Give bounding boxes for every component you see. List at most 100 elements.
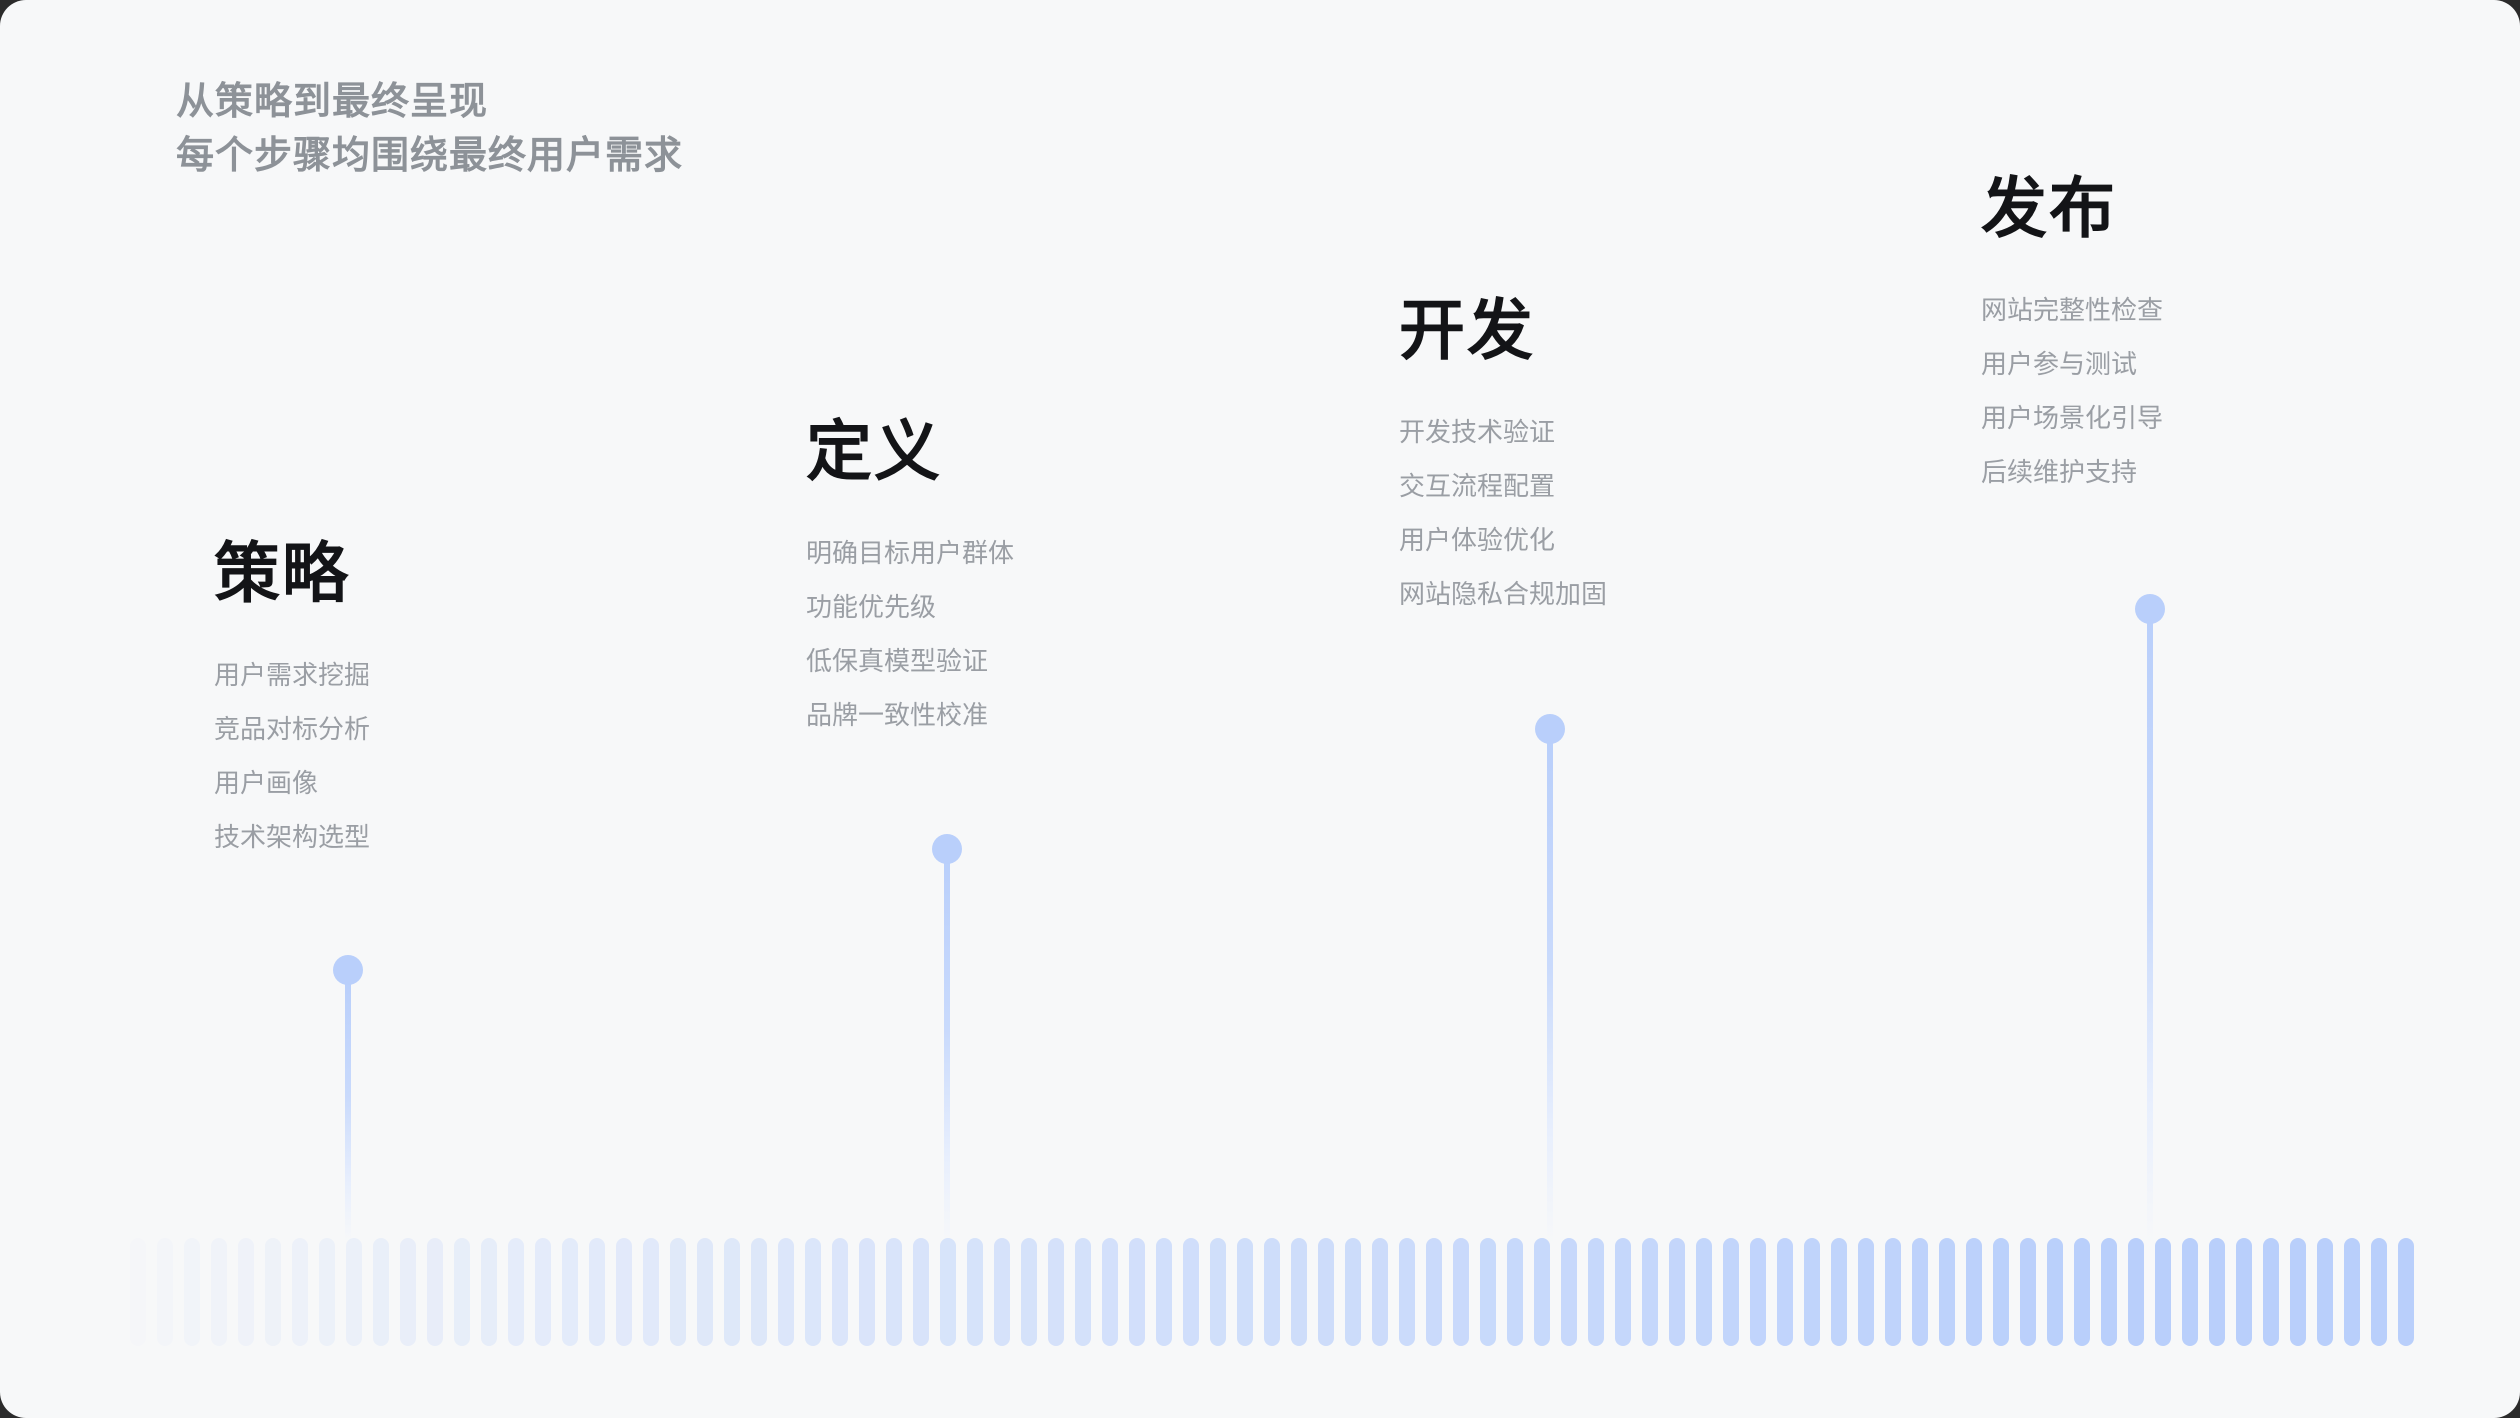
stage-4-item-3: 用户场景化引导 (1981, 403, 2164, 433)
page-header: 从策略到最终呈现 每个步骤均围绕最终用户需求 (176, 76, 683, 184)
bar-segment (130, 1238, 146, 1346)
bar-segment (2371, 1238, 2387, 1346)
bar-segment (589, 1238, 605, 1346)
stage-2-item-4: 品牌一致性校准 (806, 700, 989, 730)
bar-segment (643, 1238, 659, 1346)
bar-segment (1615, 1238, 1631, 1346)
bar-segment (535, 1238, 551, 1346)
bar-segment (1021, 1238, 1037, 1346)
stage-4-title: 发布 (1981, 171, 2117, 245)
bar-segment (1399, 1238, 1415, 1346)
bar-segment (1642, 1238, 1658, 1346)
bar-segment (1966, 1238, 1982, 1346)
stage-1-title: 策略 (214, 536, 350, 610)
bar-segment (1561, 1238, 1577, 1346)
bar-segment (2263, 1238, 2279, 1346)
bar-segment (508, 1238, 524, 1346)
bar-segment (184, 1238, 200, 1346)
bar-segment (1858, 1238, 1874, 1346)
bar-segment (454, 1238, 470, 1346)
stage-3[interactable]: 开发 开发技术验证 交互流程配置 用户体验优化 网站隐私合规加固 (1399, 297, 1607, 621)
stage-1-item-4: 技术架构选型 (214, 822, 371, 852)
stage-2-connector-dot[interactable] (932, 834, 962, 864)
stage-2-item-3: 低保真模型验证 (806, 646, 989, 676)
bar-segment (2020, 1238, 2036, 1346)
bar-segment (2101, 1238, 2117, 1346)
bar-segment (1102, 1238, 1118, 1346)
bar-segment (1723, 1238, 1739, 1346)
bar-segment (2074, 1238, 2090, 1346)
bar-segment (751, 1238, 767, 1346)
bar-segment (1345, 1238, 1361, 1346)
stage-3-item-3: 用户体验优化 (1399, 525, 1556, 555)
bar-segment (778, 1238, 794, 1346)
bar-segment (1237, 1238, 1253, 1346)
bar-segment (2128, 1238, 2144, 1346)
bar-segment (265, 1238, 281, 1346)
stage-2-item-1: 明确目标用户群体 (806, 538, 1015, 568)
stage-2[interactable]: 定义 明确目标用户群体 功能优先级 低保真模型验证 品牌一致性校准 (806, 418, 1014, 742)
bar-segment (832, 1238, 848, 1346)
bar-segment (1318, 1238, 1334, 1346)
bar-segment (2182, 1238, 2198, 1346)
stage-3-item-1: 开发技术验证 (1399, 417, 1556, 447)
bar-segment (616, 1238, 632, 1346)
bar-segment (1264, 1238, 1280, 1346)
bar-segment (994, 1238, 1010, 1346)
bar-segment (373, 1238, 389, 1346)
bar-segment (1453, 1238, 1469, 1346)
stage-2-items: 明确目标用户群体 功能优先级 低保真模型验证 品牌一致性校准 (806, 526, 1014, 742)
bar-segment (1183, 1238, 1199, 1346)
bar-segment (2290, 1238, 2306, 1346)
stage-4-connector-dot[interactable] (2135, 594, 2165, 624)
stage-3-item-2: 交互流程配置 (1399, 471, 1556, 501)
bar-segment (2236, 1238, 2252, 1346)
bar-segment (1777, 1238, 1793, 1346)
stage-2-item-2: 功能优先级 (806, 592, 937, 622)
bar-segment (2209, 1238, 2225, 1346)
bar-segment (1156, 1238, 1172, 1346)
bar-segment (967, 1238, 983, 1346)
bar-segment (2047, 1238, 2063, 1346)
stage-4[interactable]: 发布 网站完整性检查 用户参与测试 用户场景化引导 后续维护支持 (1981, 175, 2163, 499)
bar-segment (427, 1238, 443, 1346)
bar-segment (1831, 1238, 1847, 1346)
bar-segment (1939, 1238, 1955, 1346)
stage-4-item-4: 后续维护支持 (1981, 457, 2138, 487)
stage-2-title: 定义 (806, 414, 942, 488)
stage-4-items: 网站完整性检查 用户参与测试 用户场景化引导 后续维护支持 (1981, 283, 2163, 499)
stage-4-item-2: 用户参与测试 (1981, 349, 2138, 379)
stage-3-items: 开发技术验证 交互流程配置 用户体验优化 网站隐私合规加固 (1399, 405, 1607, 621)
stage-3-connector-dot[interactable] (1535, 714, 1565, 744)
bar-segment (2398, 1238, 2414, 1346)
bar-segment (1048, 1238, 1064, 1346)
bar-segment (1696, 1238, 1712, 1346)
bar-segment (1993, 1238, 2009, 1346)
bar-segment (1750, 1238, 1766, 1346)
stage-1-items: 用户需求挖掘 竞品对标分析 用户画像 技术架构选型 (214, 648, 370, 864)
bar-segment (913, 1238, 929, 1346)
bar-segment (562, 1238, 578, 1346)
bar-segment (1804, 1238, 1820, 1346)
stage-1-item-1: 用户需求挖掘 (214, 660, 371, 690)
stage-3-item-4: 网站隐私合规加固 (1399, 579, 1608, 609)
header-line-1: 从策略到最终呈现 (176, 81, 489, 123)
bar-segment (1291, 1238, 1307, 1346)
bar-segment (1480, 1238, 1496, 1346)
bottom-bar-strip (103, 1238, 2425, 1346)
bar-segment (1588, 1238, 1604, 1346)
bar-segment (1534, 1238, 1550, 1346)
bar-segment (1912, 1238, 1928, 1346)
bar-segment (292, 1238, 308, 1346)
bar-segment (1372, 1238, 1388, 1346)
bar-segment (400, 1238, 416, 1346)
stage-1-connector-dot[interactable] (333, 955, 363, 985)
bar-segment (1885, 1238, 1901, 1346)
stage-1[interactable]: 策略 用户需求挖掘 竞品对标分析 用户画像 技术架构选型 (214, 540, 370, 864)
bar-segment (346, 1238, 362, 1346)
bar-segment (1210, 1238, 1226, 1346)
bar-segment (724, 1238, 740, 1346)
bar-segment (157, 1238, 173, 1346)
stage-1-connector-line (345, 977, 351, 1242)
